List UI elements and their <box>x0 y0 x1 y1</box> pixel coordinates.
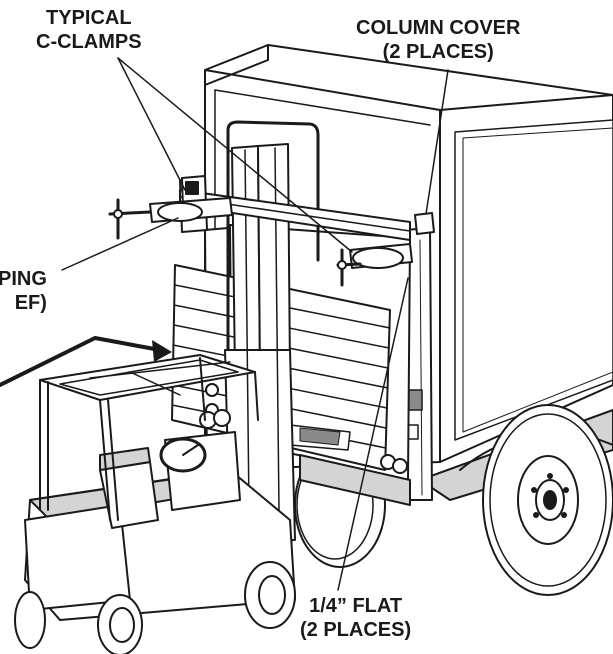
leader-lines <box>61 57 449 591</box>
callout-flat-line2: (2 PLACES) <box>300 619 412 641</box>
callout-column-cover-line2: (2 PLACES) <box>382 41 494 63</box>
forklift-icon <box>14 354 296 654</box>
callout-column-cover-line1: COLUMN COVER <box>356 17 521 39</box>
callout-quarter-inch-flat: 1/4” FLAT (2 PLACES) <box>300 594 411 642</box>
callout-strapping: PING EF) <box>0 267 47 315</box>
liftgate-column <box>404 212 435 501</box>
callout-strapping-line2: EF) <box>14 292 47 314</box>
callout-strapping-line1: PING <box>0 268 47 290</box>
callout-column-cover: COLUMN COVER (2 PLACES) <box>356 16 520 64</box>
callout-flat-line1: 1/4” FLAT <box>309 595 403 617</box>
callout-typical-c-clamps: TYPICAL C-CLAMPS <box>36 6 142 54</box>
strapping-arrow <box>0 336 172 387</box>
c-clamp-icon-right <box>336 243 413 287</box>
c-clamp-icon-left <box>108 175 233 240</box>
callout-c-clamps-line1: TYPICAL <box>45 7 132 29</box>
truck-wheel-icon <box>482 404 613 596</box>
callout-c-clamps-line2: C-CLAMPS <box>36 31 142 53</box>
